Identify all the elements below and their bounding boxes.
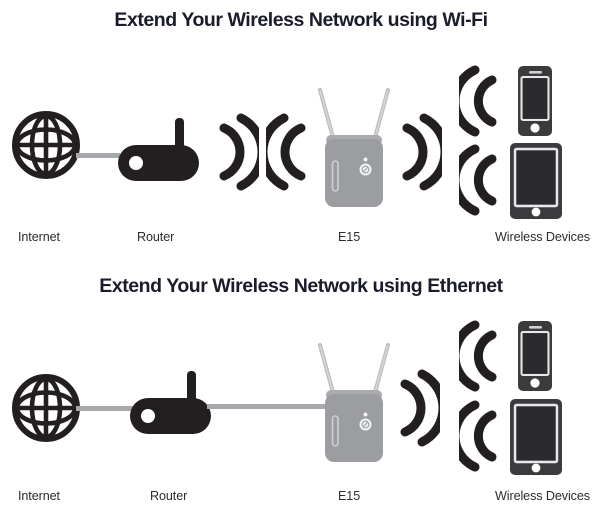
smartphone-icon	[515, 65, 555, 137]
label-internet-ethernet: Internet	[18, 489, 60, 503]
wifi-arcs-phone-in	[459, 63, 501, 139]
ethernet-cable-router-to-extender	[207, 404, 335, 409]
tablet-icon	[508, 142, 564, 220]
wifi-arcs-extender-out	[400, 110, 442, 194]
diagram-stage-ethernet	[0, 318, 602, 493]
label-wireless-devices-wifi: Wireless Devices	[495, 230, 590, 244]
router-antenna	[187, 371, 196, 402]
wifi-arcs-tablet-in	[459, 398, 501, 474]
diagram-extend-using-wifi: Extend Your Wireless Network using Wi-Fi	[0, 0, 602, 258]
tablet-icon	[508, 398, 564, 476]
label-router-ethernet: Router	[150, 489, 188, 503]
wifi-arcs-extender-out	[398, 366, 440, 450]
router-antenna	[175, 118, 184, 149]
label-e15-ethernet: E15	[338, 489, 361, 503]
wifi-arcs-extender-in	[266, 110, 308, 194]
smartphone-icon	[515, 320, 555, 392]
wifi-arcs-router-out	[217, 110, 259, 194]
cable-internet-to-router	[76, 153, 120, 158]
range-extender-e15-icon	[308, 83, 400, 208]
label-router-wifi: Router	[137, 230, 175, 244]
diagram-stage-wifi	[0, 55, 602, 230]
wifi-arcs-phone-in	[459, 318, 501, 394]
diagram-title-wifi: Extend Your Wireless Network using Wi-Fi	[114, 9, 488, 31]
cable-internet-to-router	[76, 406, 136, 411]
router-body	[130, 398, 211, 434]
internet-globe-icon	[12, 370, 84, 446]
diagram-extend-using-ethernet: Extend Your Wireless Network using Ether…	[0, 258, 602, 517]
wifi-arcs-tablet-in	[459, 142, 501, 218]
label-internet-wifi: Internet	[18, 230, 60, 244]
diagram-title-ethernet: Extend Your Wireless Network using Ether…	[99, 275, 503, 297]
router-indicator-dot	[129, 156, 143, 170]
label-e15-wifi: E15	[338, 230, 361, 244]
router-indicator-dot	[141, 409, 155, 423]
label-wireless-devices-ethernet: Wireless Devices	[495, 489, 590, 503]
internet-globe-icon	[12, 107, 84, 183]
router-body	[118, 145, 199, 181]
range-extender-e15-icon	[308, 338, 400, 463]
